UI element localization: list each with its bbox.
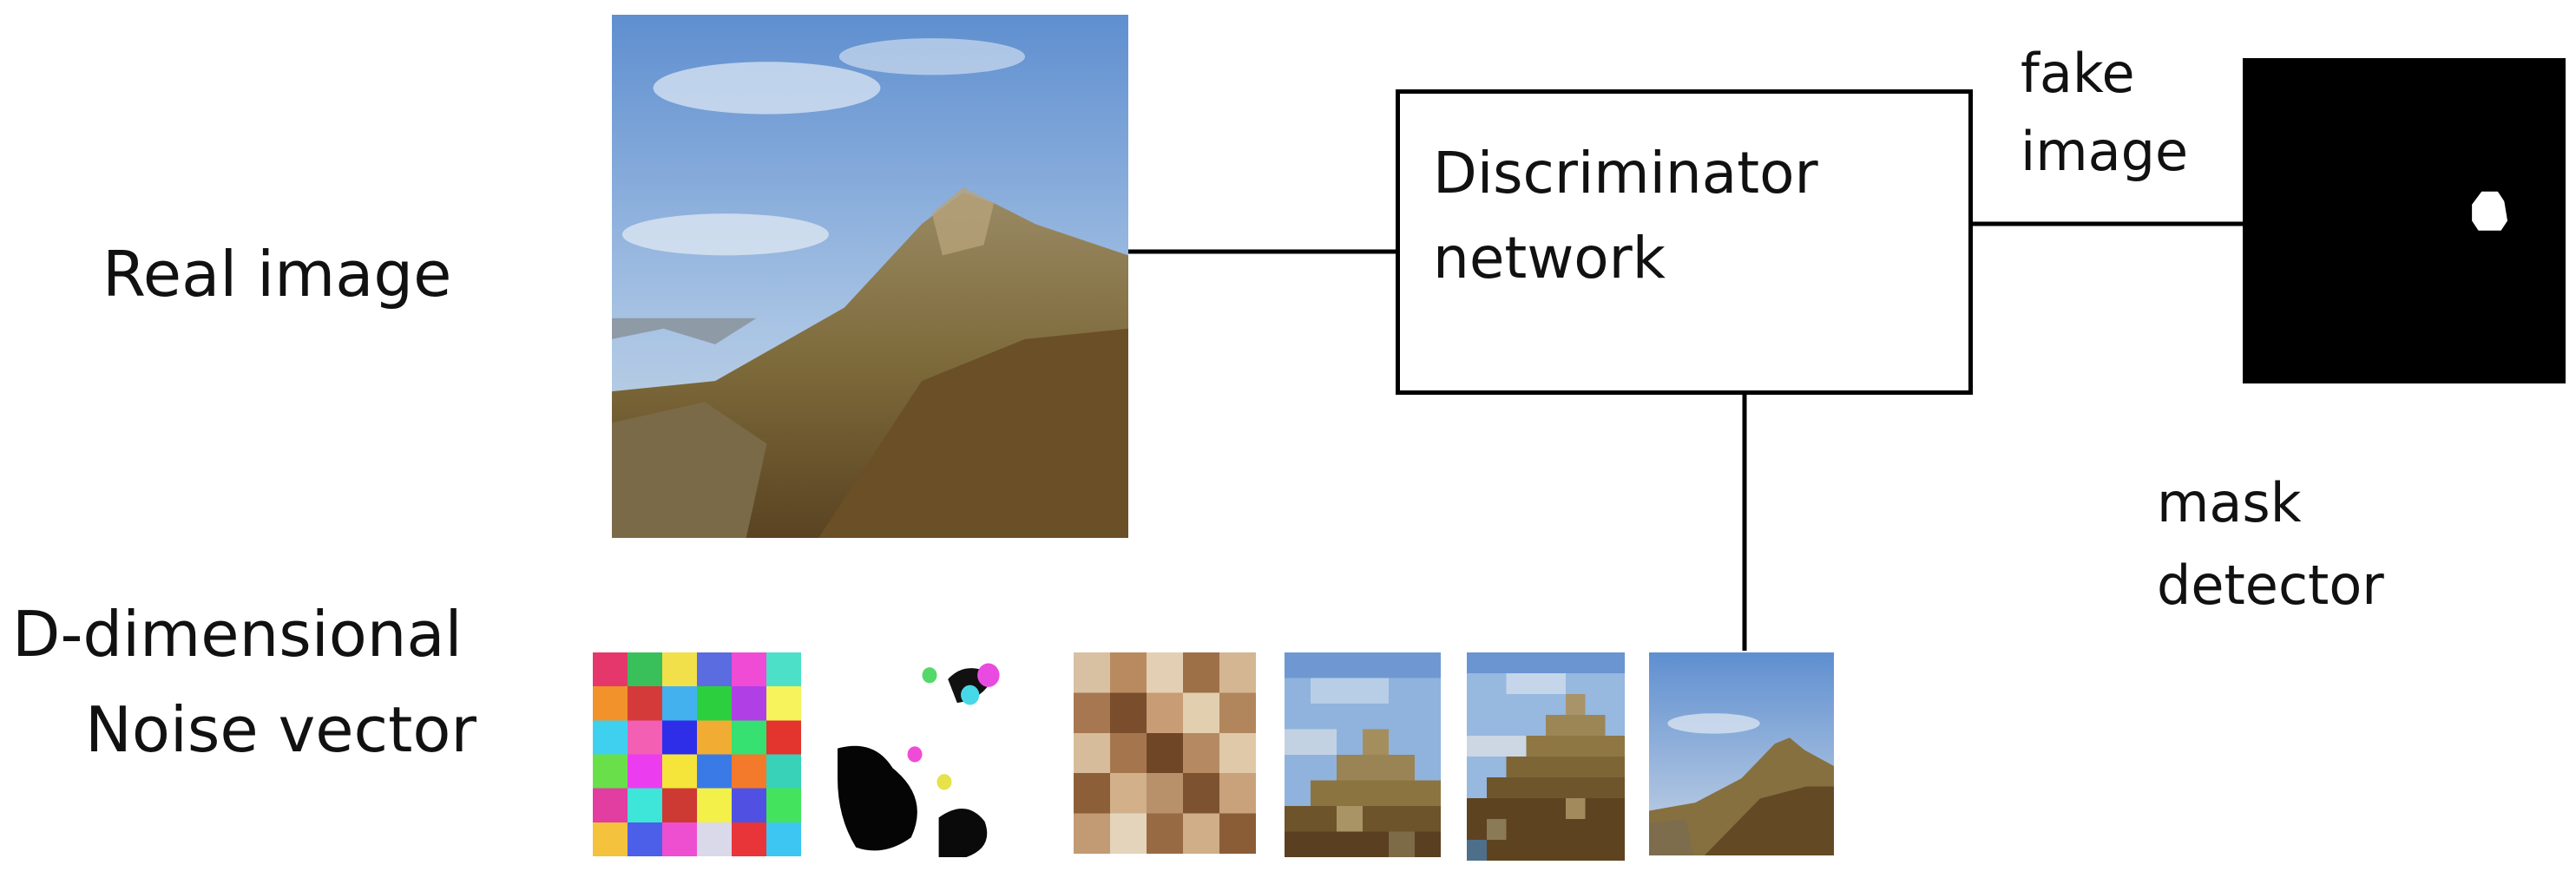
mask-detector-label-line1: mask [2157,471,2302,534]
real-image [612,15,1128,538]
discriminator-network-box: Discriminator network [1396,89,1973,395]
generated-image-step2 [838,659,1022,857]
noise-vector-label-line2: Noise vector [85,693,476,766]
real-image-label: Real image [102,238,452,311]
discriminator-label-line1: Discriminator [1433,140,1818,206]
noise-vector-label-line1: D-dimensional [12,598,463,671]
discriminator-label-line2: network [1433,225,1666,292]
mask-image [2243,58,2566,383]
mask-detector-label-line2: detector [2157,554,2384,617]
generated-image-step6 [1649,652,1834,855]
generated-image-step4 [1285,652,1441,857]
fake-image-label-line1: fake [2021,42,2135,105]
fake-image-label-line2: image [2021,120,2189,183]
generated-image-step1 [593,652,801,856]
generated-image-step5 [1467,652,1625,861]
generated-image-step3 [1074,652,1256,854]
